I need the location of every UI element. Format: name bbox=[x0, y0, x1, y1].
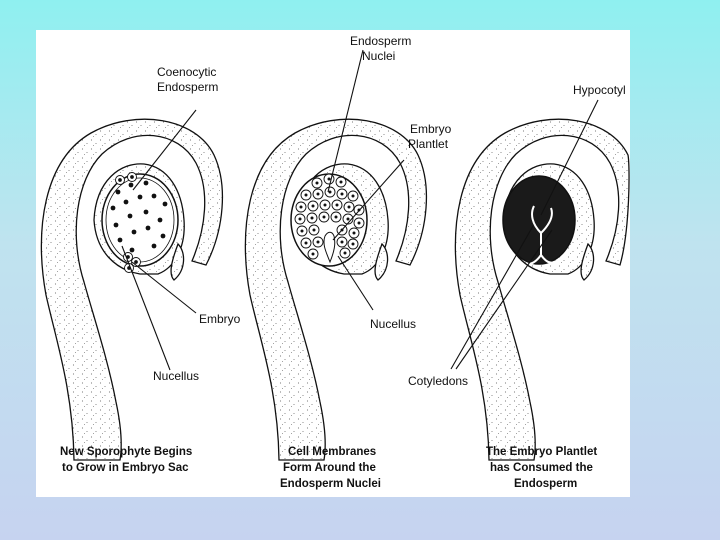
caption-3-line3: Endosperm bbox=[514, 478, 577, 490]
coenocytic-nuclei bbox=[110, 180, 168, 253]
ovule-body bbox=[40, 118, 223, 461]
caption-1-line1: New Sporophyte Begins bbox=[60, 446, 192, 458]
nucellus-pointer bbox=[337, 255, 374, 311]
seed-development-diagram: Coenocytic Endosperm Embryo Nucellus New… bbox=[40, 34, 630, 490]
caption-3-line2: has Consumed the bbox=[490, 462, 593, 474]
cotyledon-pointer-left bbox=[450, 225, 534, 370]
caption-2-line2: Form Around the bbox=[283, 462, 376, 474]
embryo-sac bbox=[101, 173, 179, 267]
micropyle-lobe bbox=[580, 242, 595, 281]
label-embryo-plantlet-line2: Plantlet bbox=[408, 137, 449, 151]
ovule-body bbox=[244, 118, 427, 461]
label-embryo-plantlet-line1: Embryo bbox=[410, 122, 452, 136]
nucellus-pointer bbox=[121, 245, 171, 371]
label-nucellus: Nucellus bbox=[370, 317, 416, 331]
panel-2: Endosperm Nuclei Embryo Plantlet Nucellu… bbox=[244, 34, 452, 490]
label-endosperm-nuclei-line1: Endosperm bbox=[350, 34, 411, 48]
label-endosperm-nuclei-line2: Nuclei bbox=[362, 49, 395, 63]
embryo-plantlet bbox=[323, 231, 336, 264]
panel-3: Hypocotyl Cotyledons The Embryo Plantlet… bbox=[408, 83, 630, 490]
label-nucellus: Nucellus bbox=[153, 369, 199, 383]
caption-3-line1: The Embryo Plantlet bbox=[486, 446, 597, 458]
label-hypocotyl: Hypocotyl bbox=[573, 83, 626, 97]
endosperm-nuclei-pointer bbox=[327, 49, 364, 193]
hypocotyl-pointer bbox=[540, 99, 599, 216]
slide-panel: Coenocytic Endosperm Embryo Nucellus New… bbox=[36, 30, 630, 497]
label-embryo: Embryo bbox=[199, 312, 241, 326]
caption-1-line2: to Grow in Embryo Sac bbox=[62, 462, 189, 474]
endosperm-nuclei bbox=[298, 177, 361, 256]
micropyle-lobe bbox=[374, 242, 389, 281]
embryo-dark-mass bbox=[502, 175, 576, 265]
label-coenocytic-line1: Coenocytic bbox=[157, 65, 216, 79]
label-cotyledons: Cotyledons bbox=[408, 374, 468, 388]
caption-2-line3: Endosperm Nuclei bbox=[280, 478, 381, 490]
cotyledon-pointer-right bbox=[455, 229, 553, 370]
caption-2-line1: Cell Membranes bbox=[288, 446, 376, 458]
coenocytic-pointer bbox=[132, 109, 197, 191]
label-coenocytic-line2: Endosperm bbox=[157, 80, 218, 94]
top-cells bbox=[115, 172, 137, 185]
embryo-plantlet-outline bbox=[527, 205, 555, 265]
ovule-body bbox=[454, 118, 630, 461]
panel-1: Coenocytic Endosperm Embryo Nucellus New… bbox=[40, 65, 241, 474]
embryo-plantlet-pointer bbox=[332, 159, 405, 241]
embryo-pointer bbox=[131, 261, 197, 314]
micropyle-lobe bbox=[170, 242, 185, 281]
